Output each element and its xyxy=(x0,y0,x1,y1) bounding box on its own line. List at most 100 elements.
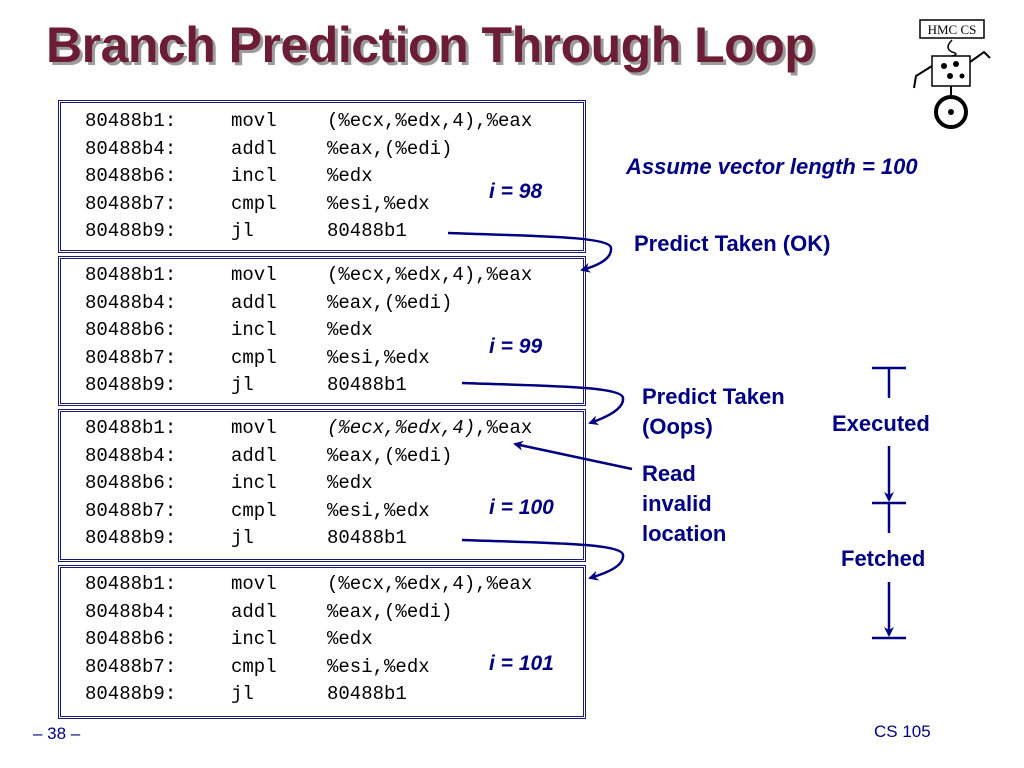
code-opcode: incl xyxy=(231,628,277,650)
code-opcode: addl xyxy=(231,444,277,467)
code-address: 80488b6: xyxy=(85,472,177,494)
code-block-2: 80488b1:movl(%ecx,%edx,4),%eax 80488b4:a… xyxy=(58,256,586,406)
code-line: 80488b4: addl %eax,(%edi) xyxy=(85,443,532,471)
code-address: 80488b9: xyxy=(85,220,177,242)
hmc-cs-logo: HMC CS xyxy=(913,19,991,129)
code-address: 80488b1: xyxy=(85,573,177,595)
predict-ok-label: Predict Taken (OK) xyxy=(634,231,831,256)
code-line: 80488b6: incl %edx xyxy=(85,626,532,654)
code-block-3: 80488b1:movl(%ecx,%edx,4),%eax 80488b4: a… xyxy=(58,409,586,562)
iteration-label: i = 101 xyxy=(489,652,554,675)
code-listing: 80488b1:movl(%ecx,%edx,4),%eax 80488b4:a… xyxy=(85,262,532,400)
code-opcode: cmpl xyxy=(231,346,277,369)
code-operands: %edx xyxy=(327,165,373,187)
code-opcode: cmpl xyxy=(231,655,277,678)
code-line: 80488b7: cmpl %esi,%edx xyxy=(85,345,532,373)
code-line: 80488b1:movl(%ecx,%edx,4),%eax xyxy=(85,415,532,443)
code-line: 80488b6: incl %edx xyxy=(85,163,532,191)
code-opcode: addl xyxy=(231,137,277,160)
code-line: 80488b7: cmpl %esi,%edx xyxy=(85,498,532,526)
branch-arrow-3 xyxy=(461,538,625,581)
code-address: 80488b1: xyxy=(85,110,177,132)
code-listing: 80488b1:movl(%ecx,%edx,4),%eax 80488b4: a… xyxy=(85,415,532,553)
code-address: 80488b9: xyxy=(85,527,177,549)
code-address: 80488b6: xyxy=(85,628,177,650)
code-operands: 80488b1 xyxy=(327,374,407,396)
code-address: 80488b7: xyxy=(85,192,177,215)
code-opcode: incl xyxy=(231,472,277,494)
code-operands: %edx xyxy=(327,319,373,341)
code-operands: 80488b1 xyxy=(327,220,407,242)
code-address: 80488b7: xyxy=(85,346,177,369)
code-address: 80488b7: xyxy=(85,499,177,522)
code-address: 80488b4: xyxy=(85,291,177,314)
code-operands: 80488b1 xyxy=(327,683,407,705)
code-operands-invalid: (%ecx,%edx,4) xyxy=(327,417,476,439)
legend-fetched-label: Fetched xyxy=(841,546,926,571)
code-operands: %eax,(%edi) xyxy=(327,444,453,467)
code-block-1: 80488b1:movl(%ecx,%edx,4),%eax 80488b4:a… xyxy=(58,100,586,253)
code-opcode: jl xyxy=(231,683,254,705)
invalid-location-arrow xyxy=(513,440,633,471)
code-address: 80488b1: xyxy=(85,417,177,439)
iteration-label: i = 100 xyxy=(489,496,554,519)
vector-length-note: Assume vector length = 100 xyxy=(626,154,918,179)
code-opcode: jl xyxy=(231,220,254,242)
code-opcode: addl xyxy=(231,291,277,314)
predict-oops-line: (Oops) xyxy=(642,414,713,439)
predict-oops-line: Predict Taken xyxy=(642,384,785,409)
code-line: 80488b9: jl 80488b1 xyxy=(85,525,532,553)
branch-arrow-1 xyxy=(447,231,613,273)
code-opcode: incl xyxy=(231,165,277,187)
code-line: 80488b4: addl %eax,(%edi) xyxy=(85,599,532,627)
code-address: 80488b6: xyxy=(85,165,177,187)
invalid-location-label: Read invalid location xyxy=(642,459,726,549)
page-number: – 38 – xyxy=(33,724,81,743)
invalid-location-line: location xyxy=(642,521,727,546)
code-operands: ,%eax xyxy=(475,417,533,439)
code-line: 80488b1: movl (%ecx,%edx,4),%eax xyxy=(85,108,532,136)
code-block-4: 80488b1: movl (%ecx,%edx,4),%eax 80488b4: a… xyxy=(58,565,586,719)
code-opcode: movl xyxy=(231,110,277,132)
code-operands: %esi,%edx xyxy=(327,192,430,215)
code-operands: %edx xyxy=(327,472,373,494)
code-listing: 80488b1:movl(%ecx,%edx,4),%eax 80488b4:a… xyxy=(85,108,532,246)
code-opcode: addl xyxy=(231,600,277,623)
code-line: 80488b4:addl%eax,(%edi) xyxy=(85,136,532,164)
code-line: 80488b1: movl (%ecx,%edx,4),%eax xyxy=(85,571,532,599)
code-address: 80488b4: xyxy=(85,600,177,623)
iteration-label: i = 98 xyxy=(489,180,543,203)
code-operands: %edx xyxy=(327,628,373,650)
code-line: 80488b6: incl %edx xyxy=(85,470,532,498)
code-operands: %eax,(%edi) xyxy=(327,137,453,160)
code-opcode: cmpl xyxy=(231,499,277,522)
code-line: 80488b4: addl %eax,(%edi) xyxy=(85,290,532,318)
course-label: CS 105 xyxy=(874,722,931,741)
code-opcode: movl xyxy=(231,573,277,595)
code-line: 80488b7:cmpl%esi,%edx xyxy=(85,191,532,219)
code-operands: (%ecx,%edx,4),%eax xyxy=(327,573,533,595)
code-operands: %eax,(%edi) xyxy=(327,291,453,314)
branch-arrow-2 xyxy=(461,381,625,426)
predict-oops-label: Predict Taken (Oops) xyxy=(642,382,785,442)
code-listing: 80488b1: movl (%ecx,%edx,4),%eax 80488b4: a… xyxy=(85,571,532,709)
code-operands: 80488b1 xyxy=(327,527,407,549)
code-address: 80488b4: xyxy=(85,444,177,467)
iteration-label: i = 99 xyxy=(489,335,543,358)
code-line: 80488b6:incl%edx xyxy=(85,317,532,345)
code-operands: (%ecx,%edx,4),%eax xyxy=(327,264,533,286)
code-address: 80488b1: xyxy=(85,264,177,286)
code-line: 80488b9: jl 80488b1 xyxy=(85,218,532,246)
code-address: 80488b9: xyxy=(85,374,177,396)
legend-executed-label: Executed xyxy=(832,411,930,436)
code-operands: (%ecx,%edx,4),%eax xyxy=(327,110,533,132)
code-opcode: incl xyxy=(231,319,277,341)
slide-title: Branch Prediction Through Loop xyxy=(46,17,815,73)
code-operands: %esi,%edx xyxy=(327,499,430,522)
code-operands: %esi,%edx xyxy=(327,346,430,369)
code-opcode: jl xyxy=(231,527,254,549)
code-opcode: jl xyxy=(231,374,254,396)
code-operands: %eax,(%edi) xyxy=(327,600,453,623)
code-operands: %esi,%edx xyxy=(327,655,430,678)
